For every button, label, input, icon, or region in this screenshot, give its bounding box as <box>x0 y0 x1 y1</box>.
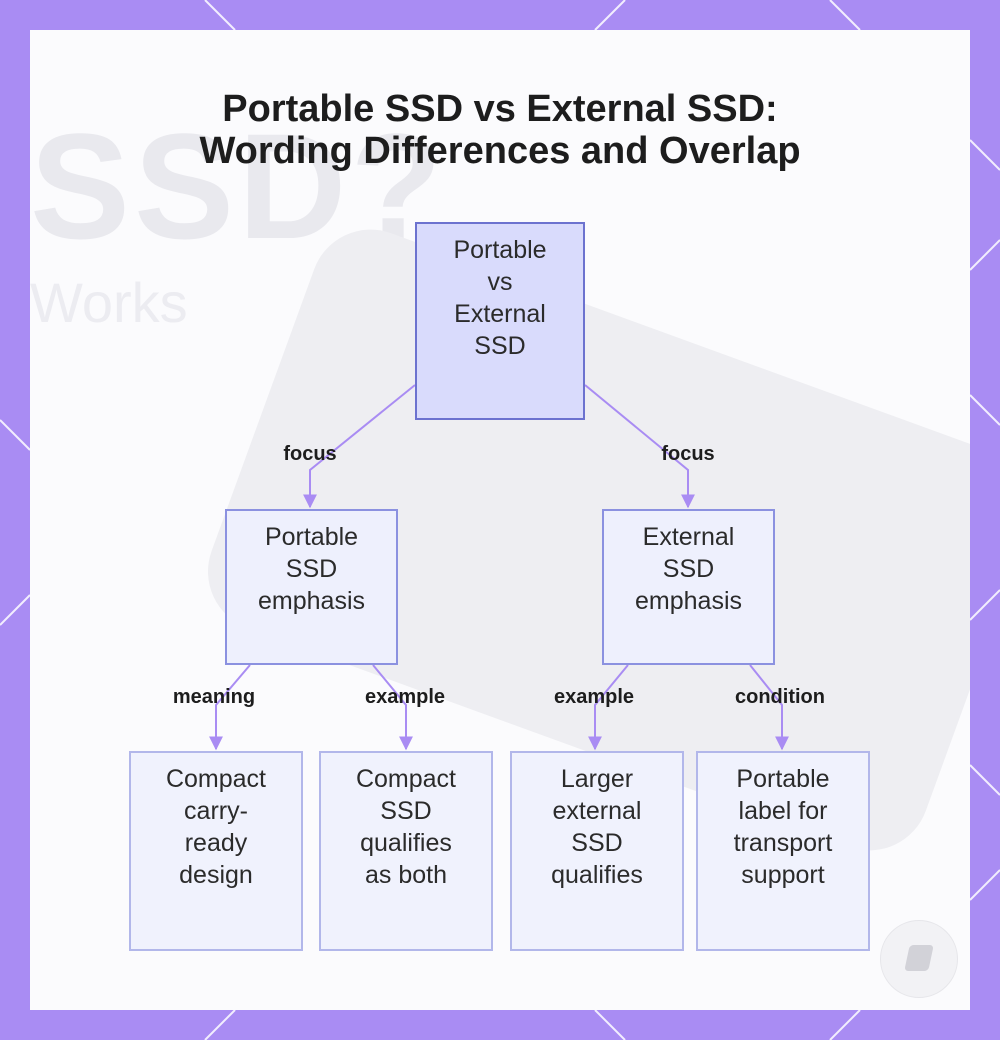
node-leaf2-line: as both <box>364 861 447 889</box>
node-portable-line: Portable <box>264 523 359 551</box>
node-leaf3-line: external <box>552 797 642 825</box>
frame-line <box>969 394 1000 426</box>
diagram-title: Portable SSD vs External SSD: Wording Di… <box>0 88 1000 172</box>
frame-line <box>594 1009 626 1040</box>
node-external-line: External <box>642 523 735 551</box>
edge-portable-leaf2 <box>372 664 413 751</box>
node-leaf4-line: support <box>741 861 825 889</box>
node-external-emphasis: External SSD emphasis <box>602 509 775 665</box>
node-portable-line: SSD <box>285 555 338 583</box>
node-leaf1-line: carry- <box>184 797 248 825</box>
frame-line <box>969 239 1000 271</box>
frame-line <box>594 0 626 31</box>
frame-line <box>204 1009 236 1040</box>
edge-root-external <box>584 384 695 509</box>
frame-line <box>969 869 1000 901</box>
node-leaf3-line: Larger <box>560 765 634 793</box>
edge-label-focus-right: focus <box>661 443 715 465</box>
node-portable-emphasis: Portable SSD emphasis <box>225 509 398 665</box>
edge-label-focus-left: focus <box>283 443 337 465</box>
frame-line <box>0 419 31 451</box>
edge-root-portable <box>303 384 416 509</box>
node-leaf-compact-carry-ready: Compact carry- ready design <box>129 751 303 951</box>
node-leaf4-line: label for <box>738 797 828 825</box>
node-root: Portable vs External SSD <box>415 222 585 420</box>
edge-external-leaf4 <box>749 664 789 751</box>
frame-line <box>829 1009 861 1040</box>
frame-line <box>969 139 1000 171</box>
node-root-line: Portable <box>453 236 547 264</box>
frame-line <box>829 0 861 31</box>
node-external-line: emphasis <box>635 587 742 615</box>
node-leaf2-line: qualifies <box>360 829 452 857</box>
node-root-line: SSD <box>474 332 526 360</box>
node-leaf4-line: transport <box>733 829 833 857</box>
frame-line <box>204 0 236 31</box>
background-works-text: Works <box>30 271 188 334</box>
node-leaf4-line: Portable <box>736 765 830 793</box>
node-leaf3-line: SSD <box>571 829 623 857</box>
title-line-1: Portable SSD vs External SSD: <box>222 88 778 130</box>
node-leaf2-line: Compact <box>355 765 457 793</box>
node-leaf3-line: qualifies <box>551 861 643 889</box>
node-root-line: vs <box>487 268 513 296</box>
node-leaf-larger-external: Larger external SSD qualifies <box>510 751 684 951</box>
node-portable-line: emphasis <box>258 587 365 615</box>
node-leaf1-line: design <box>179 861 253 889</box>
node-leaf1-line: Compact <box>165 765 267 793</box>
title-line-2: Wording Differences and Overlap <box>199 130 801 172</box>
watermark-logo-icon <box>880 920 958 998</box>
node-leaf2-line: SSD <box>380 797 432 825</box>
node-root-line: External <box>454 300 546 328</box>
node-leaf-qualifies-as-both: Compact SSD qualifies as both <box>319 751 493 951</box>
frame-line <box>969 589 1000 621</box>
node-external-line: SSD <box>662 555 715 583</box>
edge-label-condition: condition <box>735 686 825 708</box>
edge-label-example-left: example <box>364 686 446 708</box>
node-leaf1-line: ready <box>184 829 248 857</box>
edge-label-example-right: example <box>553 686 635 708</box>
edge-external-leaf3 <box>588 664 629 751</box>
edge-label-meaning: meaning <box>172 686 256 708</box>
node-leaf-transport-support: Portable label for transport support <box>696 751 870 951</box>
edge-portable-leaf1 <box>209 664 251 751</box>
frame-line <box>0 594 31 626</box>
frame-line <box>969 764 1000 796</box>
